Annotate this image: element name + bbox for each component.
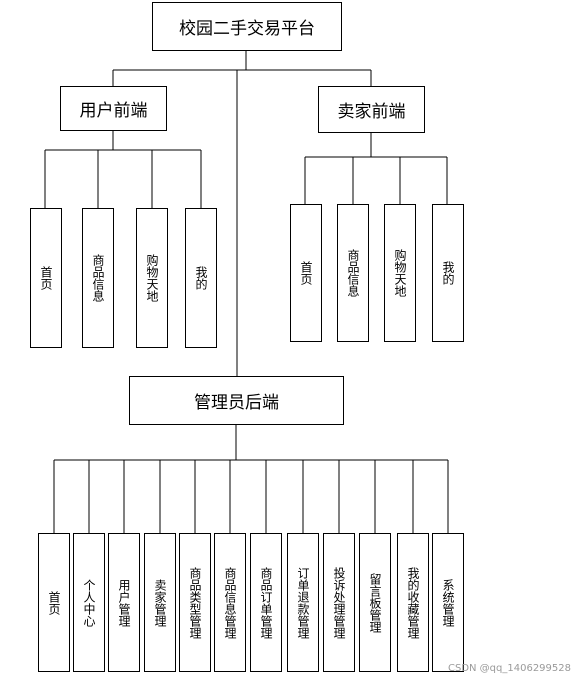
item-label: 我的收藏管理: [406, 566, 420, 639]
user-front-item: 购物天地: [136, 208, 168, 348]
root-node: 校园二手交易平台: [152, 2, 342, 51]
user-front-item: 商品信息: [82, 208, 114, 348]
admin-item: 系统管理: [432, 533, 464, 672]
item-label: 用户管理: [117, 578, 131, 627]
item-label: 首页: [299, 261, 313, 285]
item-label: 商品订单管理: [259, 566, 273, 639]
item-label: 购物天地: [393, 249, 407, 297]
admin-item: 个人中心: [73, 533, 105, 672]
admin-item: 商品信息管理: [214, 533, 246, 672]
admin-item: 商品类型管理: [179, 533, 211, 672]
item-label: 商品信息管理: [223, 566, 237, 639]
item-label: 首页: [39, 266, 53, 290]
item-label: 卖家管理: [153, 578, 167, 627]
admin-item: 投诉处理管理: [323, 533, 355, 672]
seller-front-item: 首页: [290, 204, 322, 342]
item-label: 购物天地: [145, 254, 159, 302]
item-label: 我的: [194, 266, 208, 290]
item-label: 投诉处理管理: [332, 566, 346, 639]
user-front-node: 用户前端: [60, 86, 167, 131]
item-label: 商品信息: [91, 254, 105, 302]
admin-item: 商品订单管理: [250, 533, 282, 672]
seller-front-node: 卖家前端: [318, 86, 425, 133]
item-label: 留言板管理: [368, 572, 382, 633]
watermark: CSDN @qq_1406299528: [447, 663, 571, 674]
admin-back-label: 管理员后端: [194, 393, 279, 413]
admin-item: 卖家管理: [144, 533, 176, 672]
user-front-label: 用户前端: [79, 101, 148, 121]
seller-front-item: 购物天地: [384, 204, 416, 342]
item-label: 商品信息: [346, 249, 360, 297]
root-label: 校园二手交易平台: [179, 19, 315, 39]
admin-item: 我的收藏管理: [397, 533, 429, 672]
admin-back-node: 管理员后端: [129, 376, 344, 425]
item-label: 订单退款管理: [296, 566, 310, 639]
seller-front-label: 卖家前端: [337, 102, 406, 122]
item-label: 首页: [47, 590, 61, 615]
admin-item: 首页: [38, 533, 70, 672]
user-front-item: 首页: [30, 208, 62, 348]
item-label: 商品类型管理: [188, 566, 202, 639]
item-label: 个人中心: [82, 578, 96, 627]
item-label: 我的: [441, 261, 455, 285]
admin-item: 订单退款管理: [287, 533, 319, 672]
admin-item: 用户管理: [108, 533, 140, 672]
admin-item: 留言板管理: [359, 533, 391, 672]
user-front-item: 我的: [185, 208, 217, 348]
item-label: 系统管理: [441, 578, 455, 627]
seller-front-item: 我的: [432, 204, 464, 342]
seller-front-item: 商品信息: [337, 204, 369, 342]
